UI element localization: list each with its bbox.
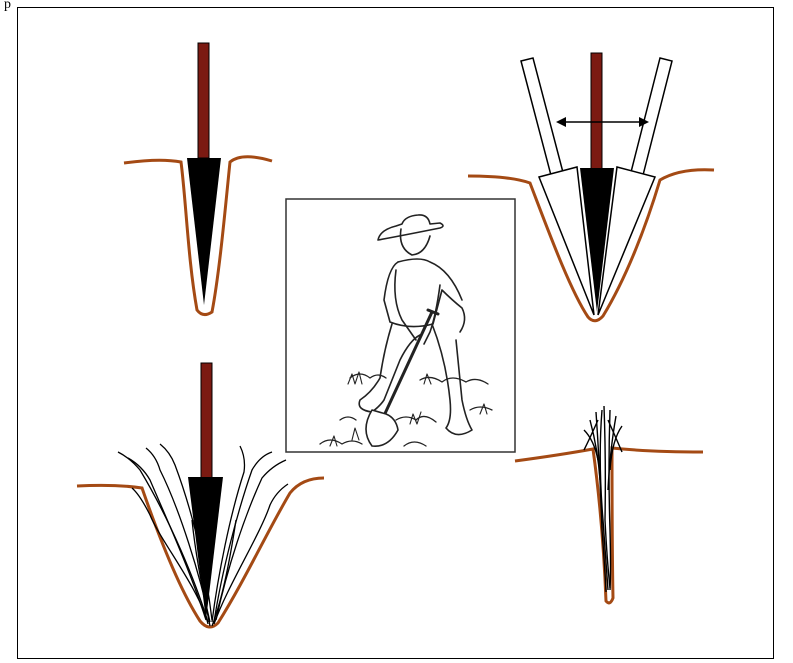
right-handle <box>629 58 672 183</box>
panel-spade-inserted <box>124 43 272 315</box>
panel-gardener-digging <box>286 199 515 452</box>
left-handle <box>521 58 565 183</box>
panel-slit-closed <box>515 406 703 603</box>
spade-handle <box>198 43 209 158</box>
spade-handle <box>591 53 602 170</box>
spade-handle <box>201 363 212 479</box>
